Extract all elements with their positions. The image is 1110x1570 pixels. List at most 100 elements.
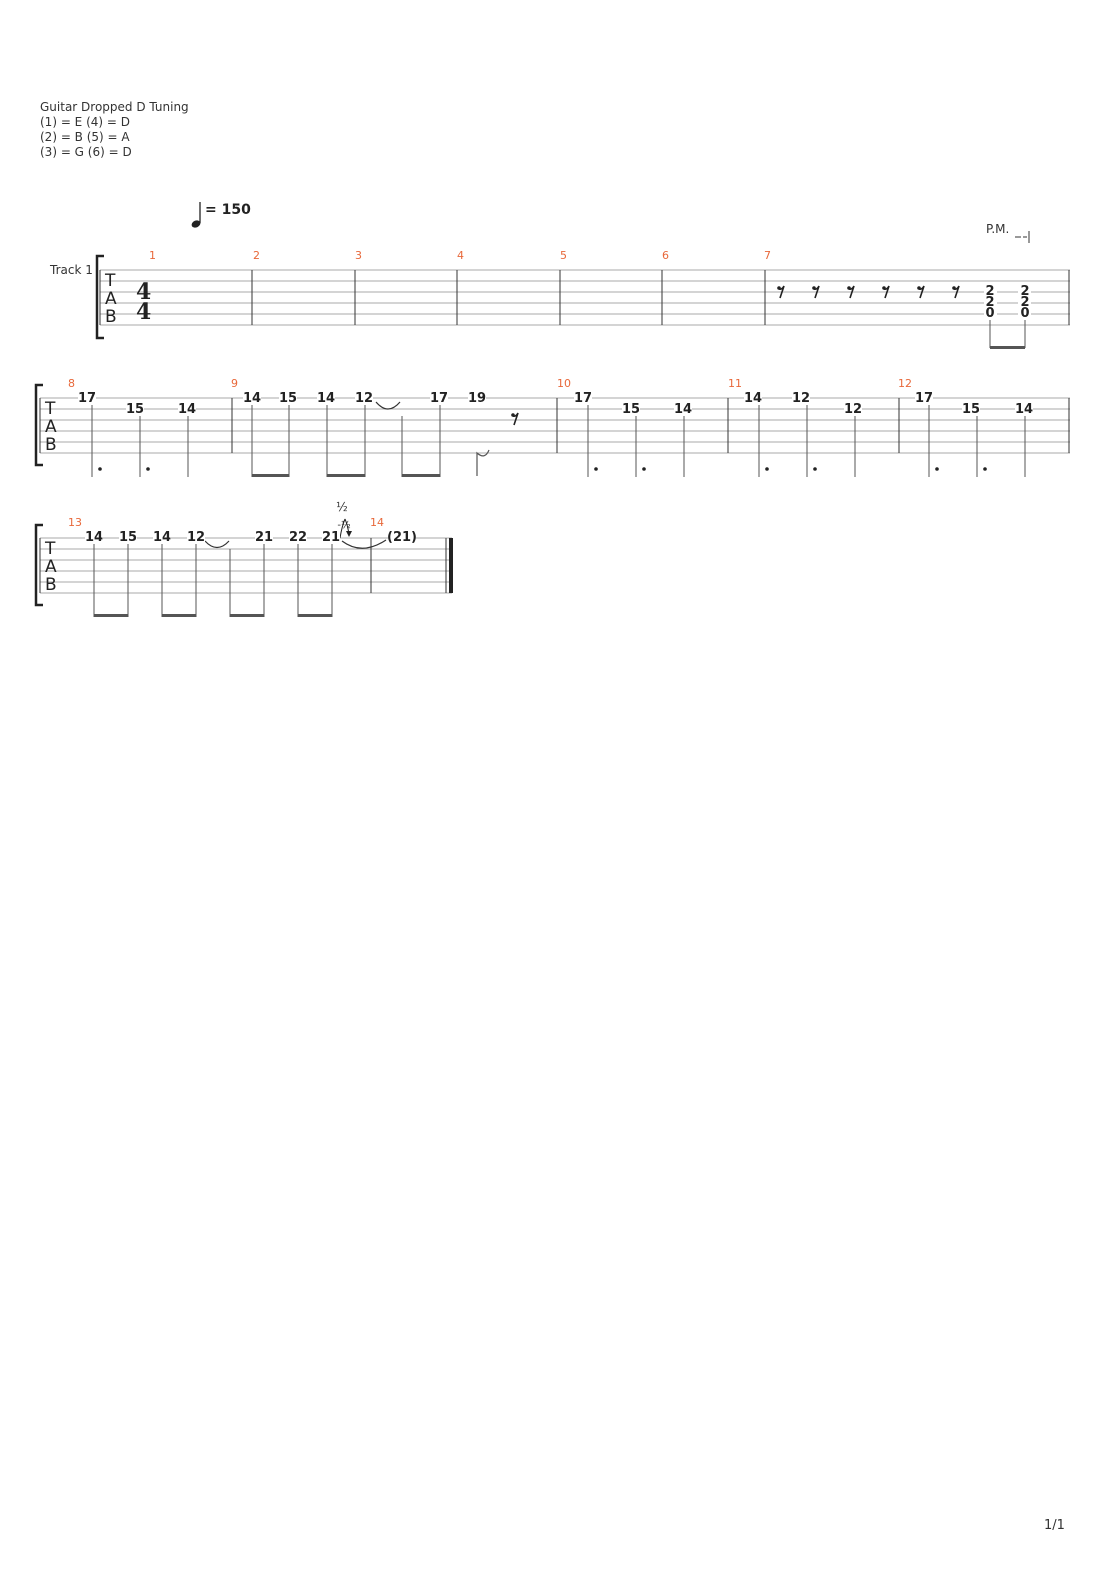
tab-note: 17	[78, 391, 96, 406]
tab-staff-lines	[100, 269, 1070, 326]
tab-note: 17	[430, 391, 448, 406]
beams	[94, 614, 332, 617]
bar-numbers-2: 8 9 10 11 12	[68, 377, 912, 390]
notes-bar8: 17 15 14	[78, 391, 196, 417]
bend-marking: ½ -½	[336, 500, 352, 539]
svg-text:B: B	[105, 307, 117, 327]
bar-number: 10	[557, 377, 571, 390]
palm-mute-label: P.M.	[986, 222, 1009, 236]
system-bracket	[34, 523, 43, 607]
notes-bar14: (21)	[387, 530, 417, 545]
tab-staff-lines	[40, 537, 452, 594]
dots	[98, 467, 987, 471]
bar-number: 11	[728, 377, 742, 390]
instrument-title: Guitar Dropped D Tuning	[40, 100, 189, 114]
tab-note: 22	[289, 530, 307, 545]
bar-number: 4	[457, 249, 464, 262]
tab-note: 2	[1020, 295, 1029, 310]
barlines	[99, 270, 1070, 325]
rhythm-stems	[989, 320, 1026, 349]
tempo-marking: = 150	[191, 202, 251, 228]
svg-text:A: A	[45, 417, 57, 437]
bar-number: 6	[662, 249, 669, 262]
tab-note: (21)	[387, 530, 417, 545]
system-3: T A B 13 14 ½ -½ 14 15 14	[34, 500, 453, 617]
tab-note: 12	[792, 391, 810, 406]
bar-number: 5	[560, 249, 567, 262]
tie-arc	[341, 539, 387, 549]
tab-note: 15	[279, 391, 297, 406]
tab-note: 2	[1020, 284, 1029, 299]
tab-note: 14	[744, 391, 762, 406]
system-bracket	[95, 254, 104, 340]
tab-note: 15	[622, 402, 640, 417]
tab-note: 19	[468, 391, 486, 406]
tuning-line-3: (3) = G (6) = D	[40, 145, 132, 159]
final-barline	[449, 538, 453, 593]
time-signature: 4 4	[136, 279, 151, 325]
eighth-rest-icon	[847, 285, 855, 299]
tempo-value: = 150	[205, 202, 251, 218]
svg-text:B: B	[45, 435, 57, 455]
beams	[252, 474, 440, 477]
quarter-note-icon	[191, 220, 201, 228]
tab-note: 12	[355, 391, 373, 406]
tab-note: 0	[1020, 306, 1029, 321]
tab-note: 14	[674, 402, 692, 417]
page-number: 1/1	[1044, 1518, 1065, 1533]
tab-note: 14	[85, 530, 103, 545]
tuning-info: Guitar Dropped D Tuning (1) = E (4) = D …	[40, 100, 189, 160]
svg-text:T: T	[44, 399, 56, 419]
track-name: Track 1	[49, 263, 93, 277]
system-1: Track 1 T A B 4 4	[49, 249, 1070, 349]
barlines	[39, 398, 1070, 453]
tie-arc	[375, 401, 401, 410]
bend-arrow-icon	[339, 518, 346, 539]
svg-text:A: A	[45, 557, 57, 577]
eighth-rest-icon	[917, 285, 925, 299]
svg-text:4: 4	[136, 279, 151, 305]
bar-number: 13	[68, 516, 82, 529]
bar-number: 7	[764, 249, 771, 262]
svg-text:A: A	[105, 289, 117, 309]
bar-number: 14	[370, 516, 384, 529]
notes-bar10: 17 15 14	[574, 391, 692, 417]
tab-clef: T A B	[44, 539, 57, 595]
notes-bar11: 14 12 12	[744, 391, 862, 417]
eighth-rest-icon	[882, 285, 890, 299]
tab-note: 12	[844, 402, 862, 417]
tab-staff-lines	[40, 397, 1070, 454]
tab-note: 15	[126, 402, 144, 417]
bend-amount: ½	[336, 500, 348, 514]
rhythm-stems	[91, 405, 1026, 477]
tab-note: 2	[985, 295, 994, 310]
svg-text:T: T	[104, 271, 116, 291]
tab-note: 2	[985, 284, 994, 299]
tab-note: 14	[153, 530, 171, 545]
system-bracket	[34, 383, 43, 467]
eighth-rest-icon	[812, 285, 820, 299]
tab-note: 21	[322, 530, 340, 545]
svg-text:4: 4	[136, 299, 151, 325]
bar-number: 1	[149, 249, 156, 262]
tab-note: 14	[243, 391, 261, 406]
tab-note: 12	[187, 530, 205, 545]
svg-text:T: T	[44, 539, 56, 559]
eighth-rest-icon	[952, 285, 960, 299]
bar-number: 9	[231, 377, 238, 390]
notes-bar9: 14 15 14 12 17 19	[243, 391, 486, 406]
bar-number: 12	[898, 377, 912, 390]
rhythm-stems	[93, 544, 333, 617]
tab-note: 14	[178, 402, 196, 417]
tab-note: 15	[962, 402, 980, 417]
tab-clef: T A B	[104, 271, 117, 327]
bar-number: 2	[253, 249, 260, 262]
svg-text:B: B	[45, 575, 57, 595]
chord-notes-bar7: 2 2 0 2 2 0	[984, 284, 1031, 321]
tuning-line-1: (1) = E (4) = D	[40, 115, 130, 129]
tab-note: 17	[574, 391, 592, 406]
tab-clef: T A B	[44, 399, 57, 455]
bar-number: 8	[68, 377, 75, 390]
palm-mute-marking: P.M.	[986, 222, 1030, 243]
